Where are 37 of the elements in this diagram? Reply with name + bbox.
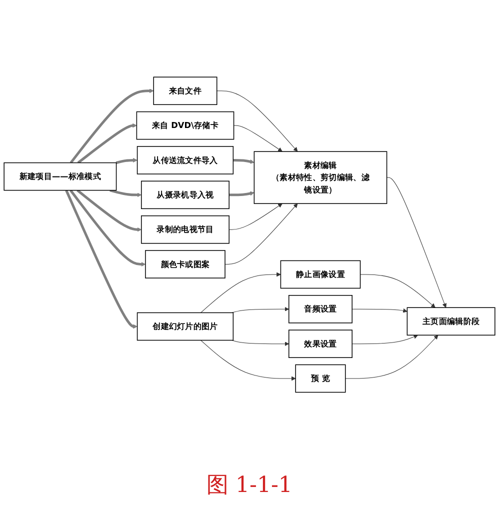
arrow xyxy=(76,190,142,232)
node-box: 预 览 xyxy=(295,364,346,393)
node-box: 主页面编辑阶段 xyxy=(406,308,496,336)
arrow xyxy=(352,308,408,314)
node-box: 来自 DVD\存储卡 xyxy=(136,112,234,140)
node-box: 音频设置 xyxy=(288,295,352,324)
arrow xyxy=(70,190,146,267)
node-box: 素材编辑 （素材特性、剪切编辑、滤镜设置） xyxy=(254,151,388,204)
arrow xyxy=(228,204,282,230)
arrow xyxy=(232,340,290,346)
arrow xyxy=(352,334,418,344)
node-box: 从传送流文件导入 xyxy=(136,146,234,175)
arrow xyxy=(70,88,154,164)
node-box: 颜色卡或图案 xyxy=(145,250,226,279)
node-box: 效果设置 xyxy=(288,330,352,358)
arrow xyxy=(386,178,447,308)
arrow xyxy=(200,340,296,382)
arrow xyxy=(116,158,138,164)
arrow xyxy=(216,90,298,152)
node-box: 从摄录机导入视 xyxy=(141,181,230,210)
arrow xyxy=(234,126,282,152)
figure-caption: 图 1-1-1 xyxy=(206,473,292,498)
arrow xyxy=(65,190,138,330)
arrow xyxy=(110,189,142,198)
node-box: 新建项目——标准模式 xyxy=(4,162,117,191)
arrow xyxy=(200,272,281,314)
arrow xyxy=(229,192,254,196)
node-box: 静止画像设置 xyxy=(280,260,361,289)
arrow xyxy=(77,124,137,164)
node-box: 创建幻灯片的图片 xyxy=(136,312,234,341)
arrow xyxy=(224,204,298,265)
node-box: 录制的电视节目 xyxy=(141,216,230,244)
arrow xyxy=(360,274,436,308)
arrow xyxy=(232,307,290,314)
arrow xyxy=(233,159,254,164)
arrow xyxy=(345,335,438,380)
node-box: 来自文件 xyxy=(153,77,218,106)
